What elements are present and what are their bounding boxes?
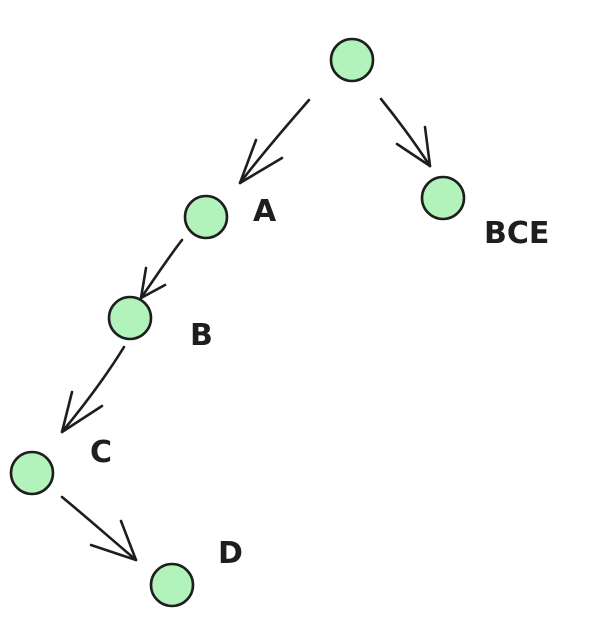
label-d: D	[218, 536, 243, 571]
edge-c-to-d	[60, 495, 138, 562]
node-root	[329, 37, 375, 83]
label-c: C	[90, 435, 112, 470]
node-bce	[420, 175, 466, 221]
node-d	[149, 562, 195, 608]
edge-root-to-bce	[379, 97, 432, 168]
node-a	[183, 194, 229, 240]
node-c	[9, 450, 55, 496]
label-a: A	[253, 194, 277, 229]
node-b	[107, 295, 153, 341]
label-b: B	[190, 318, 213, 353]
edge-root-to-a	[238, 98, 311, 185]
label-bce: BCE	[484, 216, 549, 251]
edge-b-to-c	[60, 345, 126, 434]
edge-a-to-b	[139, 238, 184, 300]
